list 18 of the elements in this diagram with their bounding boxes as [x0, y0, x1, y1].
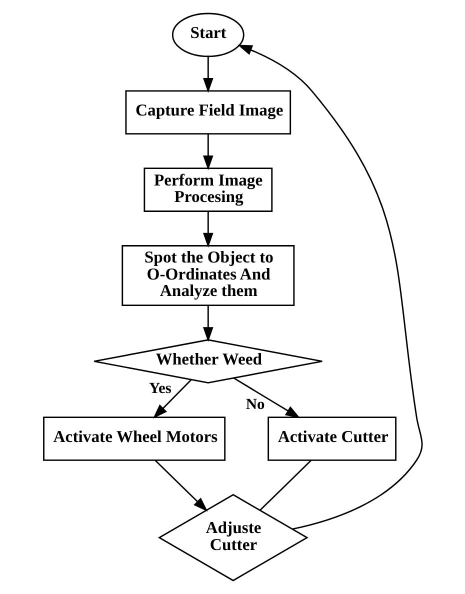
node-ellipse: Start [171, 12, 244, 58]
node-box: Activate Wheel Motors [42, 416, 226, 461]
node-box: Capture Field Image [124, 90, 291, 134]
arrow [236, 44, 422, 530]
node-diamond: Adjuste Cutter [157, 494, 308, 582]
node-box: Spot the Object to O-Ordinates And Analyze them [121, 245, 294, 306]
arrow [202, 134, 213, 170]
arrow [152, 379, 192, 419]
connector [259, 460, 312, 511]
node-box: Perform Image Procesing [143, 168, 272, 212]
node-diamond: Whether Weed [92, 339, 322, 384]
arrow [202, 56, 213, 93]
arrow [154, 460, 208, 512]
node-box: Activate Cutter [267, 416, 396, 461]
edge-label: No [245, 396, 264, 413]
arrow [202, 212, 213, 248]
arrow [202, 305, 213, 342]
arrow [232, 377, 300, 418]
